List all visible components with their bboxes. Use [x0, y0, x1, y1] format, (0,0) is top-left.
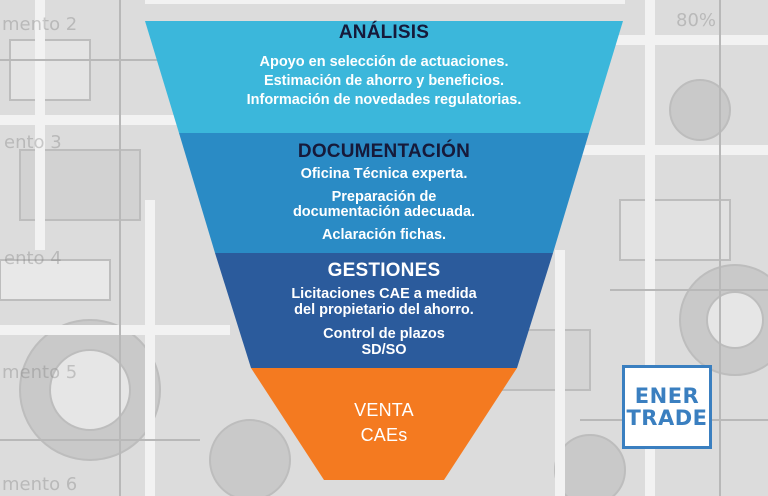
stage-documentacion: DOCUMENTACIÓN Oficina Técnica experta. P… [220, 141, 548, 243]
stage-analisis: ANÁLISIS Apoyo en selección de actuacion… [190, 22, 578, 111]
stage-title: DOCUMENTACIÓN [297, 141, 471, 162]
watermark-text: mento 6 [2, 474, 78, 495]
stage-venta: VENTA CAEs [304, 398, 464, 448]
stage-line: SD/SO [361, 342, 407, 358]
stage-line: Preparación de [331, 189, 437, 205]
funnel-band-gestiones [215, 253, 553, 368]
stage-title: VENTA [354, 400, 414, 420]
logo-text: TRADE [626, 406, 708, 430]
stage-title: GESTIONES [327, 260, 441, 281]
stage-line: Aclaración fichas. [321, 227, 447, 243]
stage-line: Control de plazos [323, 326, 445, 342]
stage-title: ANÁLISIS [338, 22, 430, 43]
watermark-text: mento 5 [2, 362, 78, 383]
funnel-band-venta [251, 368, 517, 480]
stage-line: Apoyo en selección de actuaciones. [259, 54, 509, 70]
enertrade-logo: ENER TRADE [622, 365, 712, 449]
watermark-text: 80% [676, 10, 717, 31]
stage-gestiones: GESTIONES Licitaciones CAE a medida del … [240, 260, 528, 358]
watermark-text: ento 3 [4, 132, 62, 153]
funnel-band-documentacion [179, 133, 589, 253]
logo-text: ENER [634, 384, 700, 408]
stage-line: Licitaciones CAE a medida [291, 286, 477, 302]
stage-line: Estimación de ahorro y beneficios. [263, 73, 505, 89]
stage-line: del propietario del ahorro. [294, 302, 474, 318]
watermark-text: mento 2 [2, 14, 78, 35]
stage-line: documentación adecuada. [292, 204, 476, 220]
stage-line: Información de novedades regulatorias. [246, 92, 522, 108]
funnel-band-analisis [145, 21, 623, 133]
watermark-text: ento 4 [4, 248, 62, 269]
stage-line: Oficina Técnica experta. [300, 166, 468, 182]
stage-title: CAEs [360, 425, 408, 445]
